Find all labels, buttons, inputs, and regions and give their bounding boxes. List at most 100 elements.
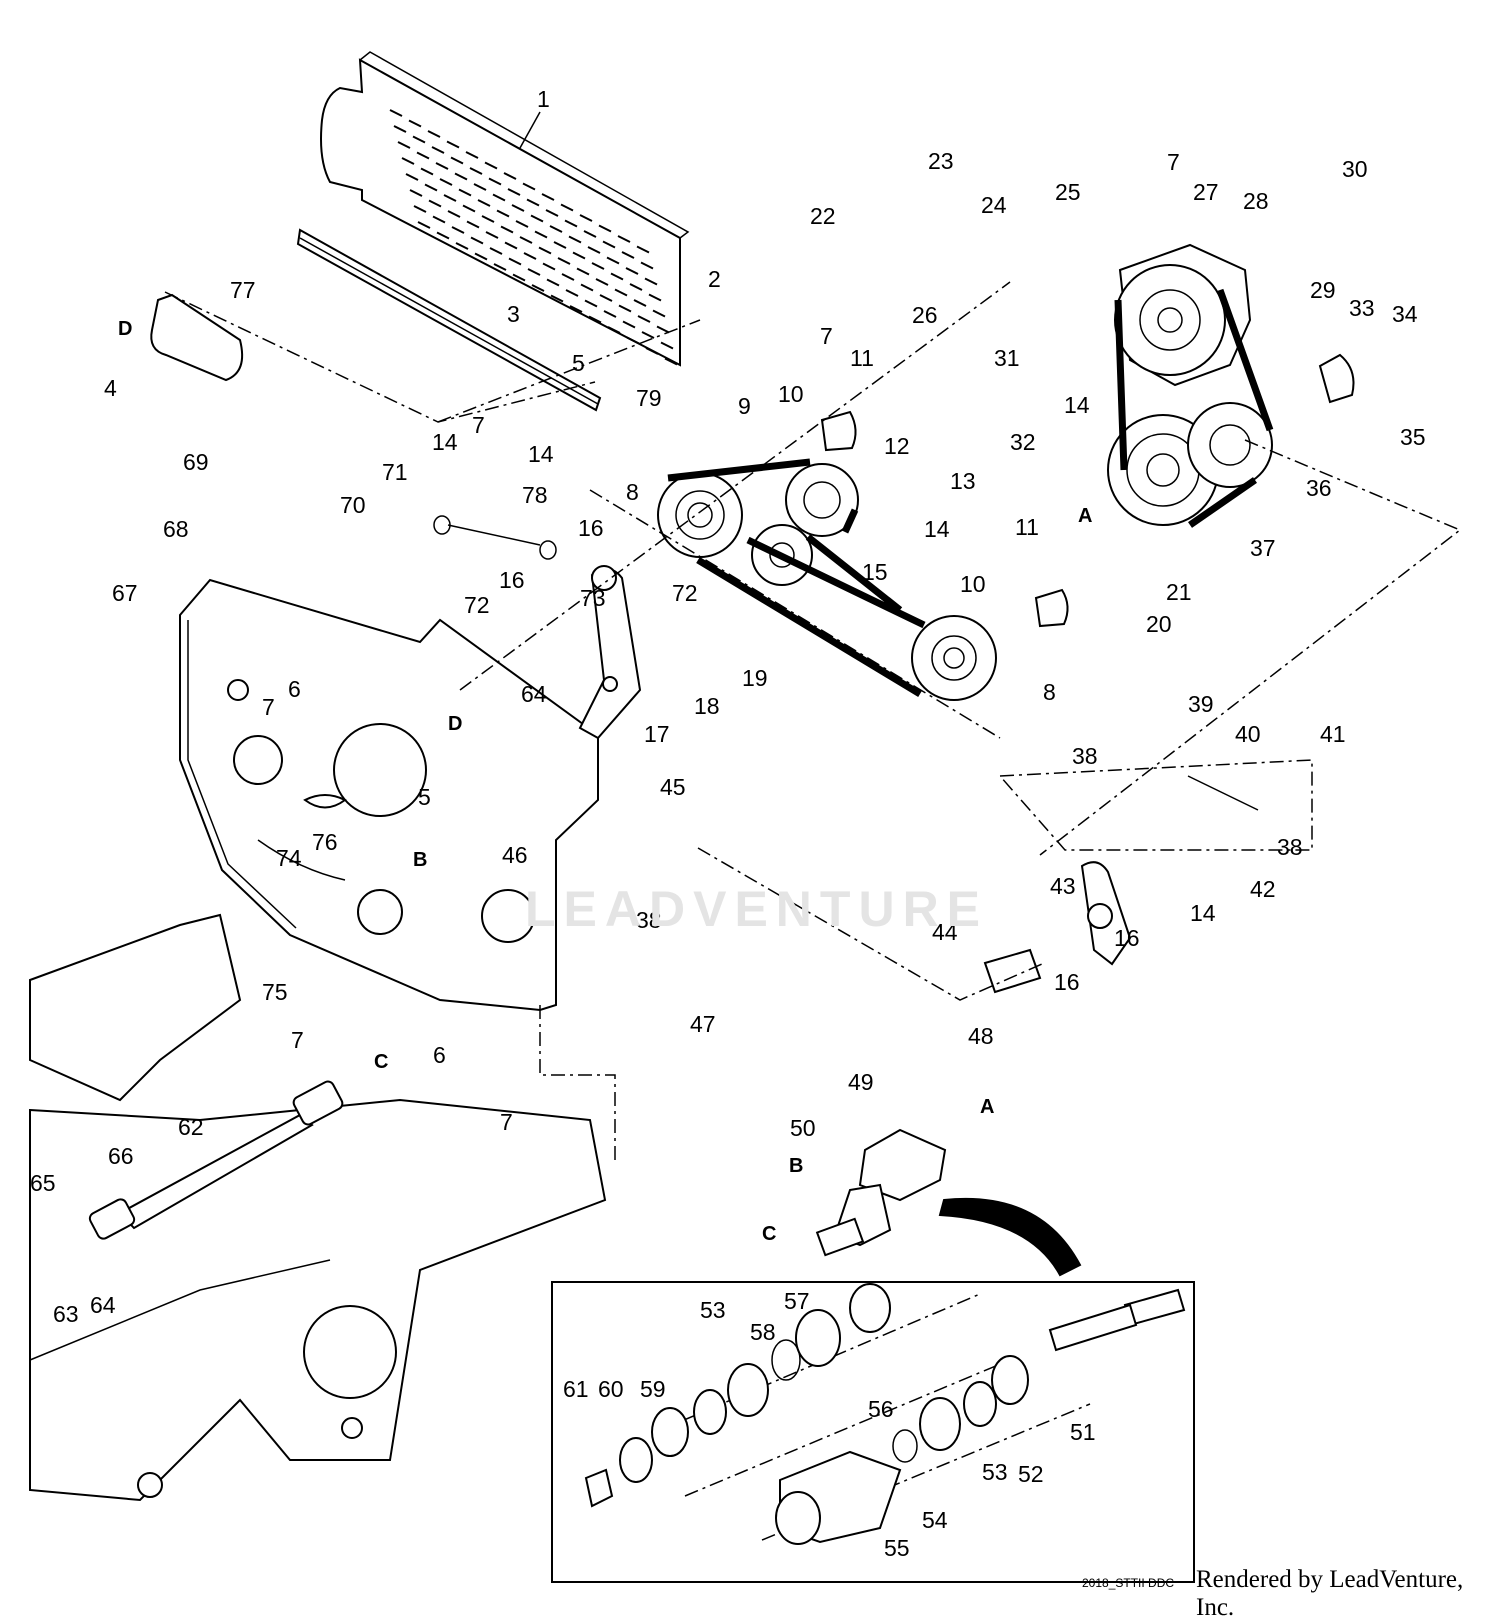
callout: 77	[230, 277, 256, 303]
grille-slot	[648, 293, 662, 302]
reference-letter: D	[118, 318, 132, 340]
grille-slot	[488, 177, 502, 186]
grille-slot	[584, 299, 598, 308]
callout: 19	[742, 665, 768, 691]
grille-slot	[427, 130, 441, 138]
callout: 14	[432, 429, 458, 455]
callout: 40	[1235, 721, 1261, 747]
grille-slot	[519, 236, 533, 244]
callout: 38	[1277, 834, 1303, 860]
callout: 42	[1250, 876, 1276, 902]
rendered-by-credit: Rendered by LeadVenture, Inc.	[1196, 1566, 1464, 1621]
grille-slot	[549, 225, 563, 233]
callout: 48	[968, 1023, 994, 1049]
callout: 31	[994, 345, 1020, 371]
grille-slot	[526, 198, 540, 207]
grille-slot	[435, 162, 449, 170]
grille-slot	[508, 257, 522, 266]
spindle-part	[815, 1128, 947, 1257]
grille-slot	[432, 215, 446, 224]
callout: 15	[862, 559, 888, 585]
grille-slot	[629, 283, 643, 291]
reference-letter: C	[374, 1051, 388, 1073]
spring-part	[433, 515, 557, 560]
grille-slot	[531, 284, 545, 292]
hinge-part	[296, 228, 602, 412]
grille-slot	[637, 315, 651, 323]
callout: 7	[262, 694, 275, 720]
grille-slot	[576, 267, 590, 276]
callout: 51	[1070, 1419, 1096, 1445]
callout: 49	[848, 1069, 874, 1095]
callout: 68	[163, 516, 189, 542]
callout: 74	[276, 845, 302, 871]
callout: 7	[820, 323, 833, 349]
grille-slot	[640, 261, 654, 270]
grille-slot	[614, 288, 628, 297]
grille-slot	[439, 178, 453, 186]
callout: 14	[1190, 900, 1216, 926]
grille-slot	[481, 215, 495, 223]
grille-slot	[473, 183, 487, 191]
grille-slot	[607, 326, 621, 334]
callout: 56	[868, 1396, 894, 1422]
grille-slot	[610, 272, 624, 281]
callout: 36	[1306, 475, 1332, 501]
callout: 78	[522, 482, 548, 508]
grille-slot	[424, 183, 438, 192]
callout: 24	[981, 192, 1007, 218]
callout: 23	[928, 148, 954, 174]
grille-slot	[618, 304, 632, 313]
callout: 33	[1349, 295, 1375, 321]
grille-slot	[572, 251, 586, 260]
callout: 30	[1342, 156, 1368, 182]
grille-slot	[462, 204, 476, 213]
callout: 10	[778, 381, 804, 407]
grille-slot	[512, 273, 526, 282]
callout: 71	[382, 459, 408, 485]
callout: 25	[1055, 179, 1081, 205]
callout: 17	[644, 721, 670, 747]
grille-slot	[503, 172, 517, 180]
grille-slot	[428, 199, 442, 208]
callout: 14	[924, 516, 950, 542]
grille-slot	[389, 109, 403, 117]
grille-slot	[450, 156, 464, 165]
grille-slot	[595, 278, 609, 286]
callout: 32	[1010, 429, 1036, 455]
callout: 38	[636, 907, 662, 933]
grille-slot	[652, 309, 666, 318]
callout: 63	[53, 1301, 79, 1327]
callout: 3	[507, 301, 520, 327]
callout: 66	[108, 1143, 134, 1169]
callout: 8	[626, 479, 639, 505]
grille-slot	[417, 221, 431, 229]
spindle-inset-box	[551, 1281, 1195, 1583]
callout: 75	[262, 979, 288, 1005]
callout: 72	[672, 580, 698, 606]
callout: 53	[700, 1297, 726, 1323]
grille-slot	[446, 140, 460, 149]
callout: 12	[884, 433, 910, 459]
grille-slot	[500, 225, 514, 234]
grille-slot	[436, 231, 450, 240]
grille-slot	[515, 220, 529, 228]
grille-slot	[591, 262, 605, 270]
grille-slot	[546, 278, 560, 287]
grille-slot	[470, 236, 484, 245]
grille-slot	[405, 173, 419, 181]
grille-slot	[474, 252, 488, 261]
callout: 7	[472, 412, 485, 438]
grille-slot	[625, 267, 639, 275]
callout: 16	[1054, 969, 1080, 995]
callout: 11	[1015, 514, 1039, 540]
grille-slot	[409, 189, 423, 197]
grille-slot	[507, 188, 521, 196]
callout: 20	[1146, 611, 1172, 637]
grille-slot	[560, 203, 574, 212]
grille-slot	[550, 294, 564, 303]
callout: 76	[312, 829, 338, 855]
callout: 64	[521, 681, 547, 707]
grille-slot	[580, 283, 594, 292]
callout: 37	[1250, 535, 1276, 561]
